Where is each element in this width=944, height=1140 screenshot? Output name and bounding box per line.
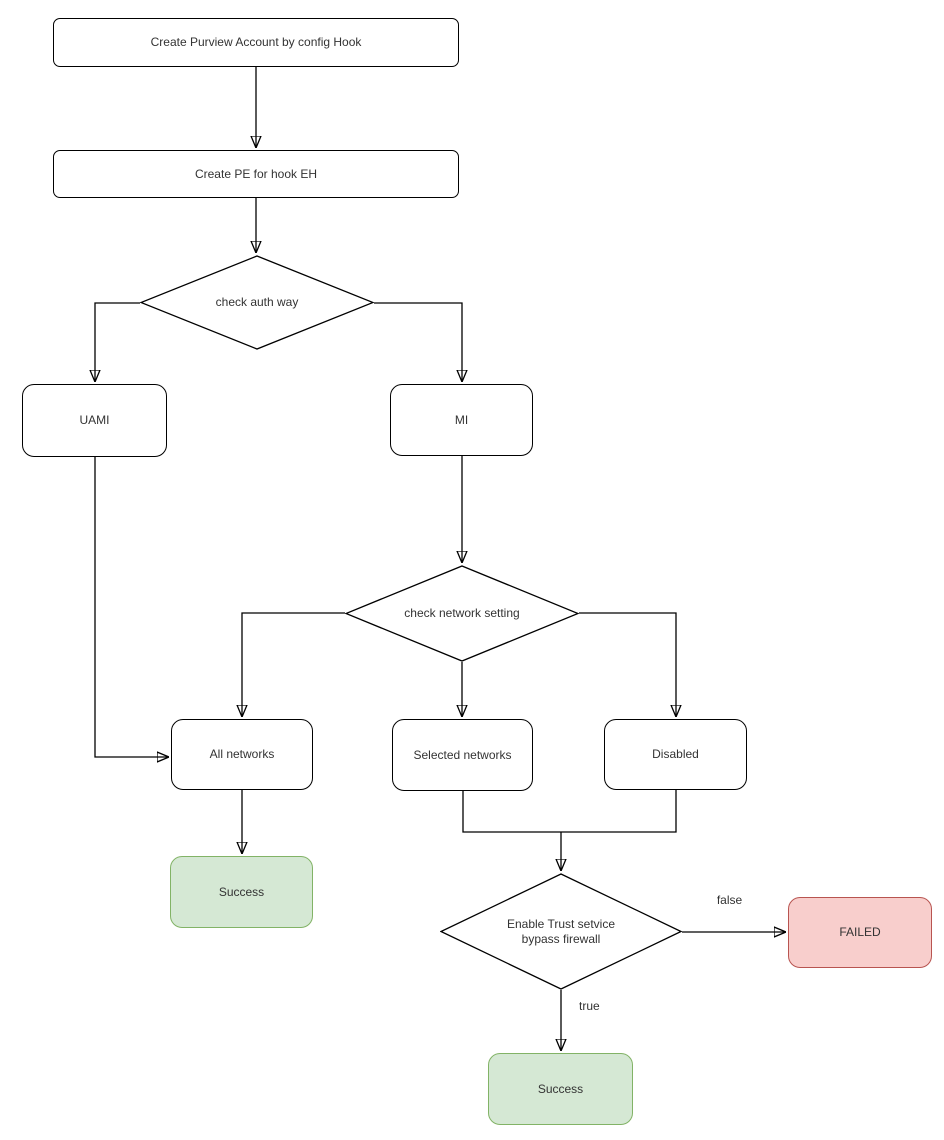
node-success-left: Success — [170, 856, 313, 928]
node-selected-networks: Selected networks — [392, 719, 533, 791]
node-success-bottom-label: Success — [537, 1081, 584, 1096]
edge-label-true: true — [577, 999, 602, 1013]
edge-check-network-to-disabled — [579, 612, 676, 717]
node-check-network-setting: check network setting — [345, 565, 579, 662]
node-mi-label: MI — [454, 412, 469, 427]
node-disabled-label: Disabled — [652, 747, 699, 761]
node-create-purview-account-label: Create Purview Account by config Hook — [150, 35, 362, 49]
node-uami-label: UAMI — [79, 413, 110, 427]
edge-merge-selected-disabled — [462, 790, 677, 833]
diamond-shape — [140, 255, 374, 350]
node-enable-trust-service: Enable Trust setvice bypass firewall — [440, 873, 682, 990]
node-disabled: Disabled — [604, 719, 747, 790]
node-success-bottom: Success — [488, 1053, 633, 1125]
node-selected-networks-label: Selected networks — [413, 747, 512, 762]
edge-check-auth-to-mi — [374, 302, 462, 382]
node-enable-trust-service-label: Enable Trust setvice bypass firewall — [506, 916, 616, 946]
node-all-networks-label: All networks — [209, 747, 275, 761]
node-success-left-label: Success — [218, 884, 265, 899]
node-create-purview-account: Create Purview Account by config Hook — [53, 18, 459, 67]
diamond-shape — [440, 873, 682, 990]
edge-uami-to-all-networks — [94, 457, 169, 757]
node-check-auth-way: check auth way — [140, 255, 374, 350]
edge-label-false: false — [705, 893, 754, 907]
diamond-shape — [345, 565, 579, 662]
node-check-network-setting-label: check network setting — [404, 606, 520, 620]
node-check-auth-way-label: check auth way — [215, 295, 299, 309]
edge-check-auth-to-uami — [95, 302, 140, 382]
node-uami: UAMI — [22, 384, 167, 457]
node-create-pe-label: Create PE for hook EH — [194, 166, 318, 181]
node-failed: FAILED — [788, 897, 932, 968]
node-mi: MI — [390, 384, 533, 456]
node-failed-label: FAILED — [839, 925, 881, 939]
edge-check-network-to-all-networks — [242, 612, 345, 717]
node-create-pe: Create PE for hook EH — [53, 150, 459, 198]
node-all-networks: All networks — [171, 719, 313, 790]
